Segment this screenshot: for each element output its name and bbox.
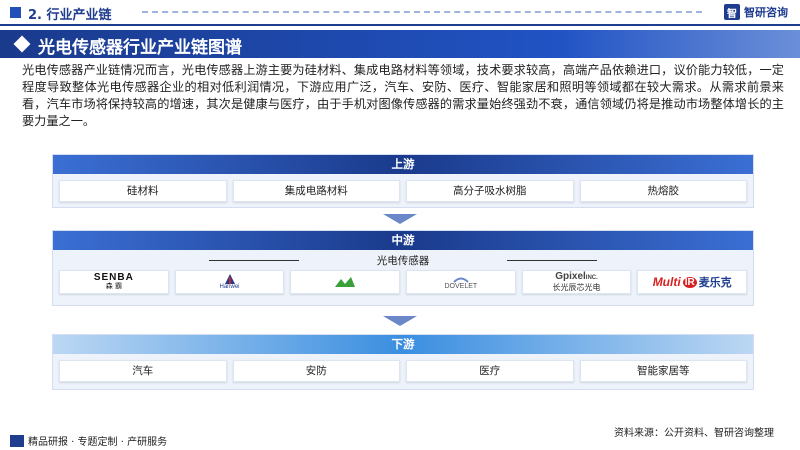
footer-tagline: 精品研报 · 专题定制 · 产研服务 bbox=[28, 437, 168, 448]
dovelet-text: DOVELET bbox=[444, 282, 478, 290]
company-logo-multiir: Multi IR 麦乐克 bbox=[637, 270, 748, 294]
midstream-panel: 中游 光电传感器 SENBA 森 霸 Hanwei DOVELET bbox=[52, 230, 754, 306]
senba-text: SENBA bbox=[93, 272, 134, 283]
downstream-item: 安防 bbox=[232, 360, 400, 382]
section-title: 2. 行业产业链 bbox=[28, 8, 112, 23]
page-title: 光电传感器行业产业链图谱 bbox=[38, 38, 242, 58]
gpixel-text: Gpixel bbox=[555, 271, 586, 282]
downstream-item: 智能家居等 bbox=[579, 360, 747, 382]
top-header: 2. 行业产业链 智 智研咨询 bbox=[0, 0, 800, 26]
upstream-item: 热熔胶 bbox=[579, 180, 747, 202]
section-square-icon bbox=[10, 7, 21, 18]
hanwei-text: Hanwei bbox=[219, 283, 240, 290]
company-logo-green bbox=[290, 270, 401, 294]
company-logo-dovelet: DOVELET bbox=[406, 270, 516, 294]
down-arrow-icon bbox=[383, 214, 417, 224]
downstream-item: 汽车 bbox=[59, 360, 227, 382]
company-logo-gpixel: GpixelINC. 长光辰芯光电 bbox=[521, 270, 632, 294]
intro-paragraph: 光电传感器产业链情况而言，光电传感器上游主要为硅材料、集成电路材料等领域，技术要… bbox=[22, 63, 784, 128]
midstream-header: 中游 bbox=[53, 231, 753, 250]
brand-mark-icon: 智 bbox=[724, 4, 740, 20]
footer: 精品研报 · 专题定制 · 产研服务 资料来源：公开资料、智研咨询整理 bbox=[0, 426, 800, 450]
title-bar: 光电传感器行业产业链图谱 bbox=[0, 30, 800, 58]
gpixel-sub-text: 长光辰芯光电 bbox=[552, 283, 601, 292]
upstream-header: 上游 bbox=[53, 155, 753, 174]
upstream-item: 高分子吸水树脂 bbox=[406, 180, 574, 202]
divider-line bbox=[209, 260, 299, 261]
multiir-sub-text: 麦乐克 bbox=[698, 276, 732, 289]
footer-logo-icon bbox=[10, 434, 24, 447]
footer-tagline-group: 精品研报 · 专题定制 · 产研服务 bbox=[10, 433, 167, 448]
down-arrow-icon bbox=[383, 316, 417, 326]
ir-badge: IR bbox=[682, 276, 697, 288]
downstream-panel: 下游 汽车 安防 医疗 智能家居等 bbox=[52, 334, 754, 390]
midstream-sub-label: 光电传感器 bbox=[376, 255, 430, 267]
source-note: 资料来源：公开资料、智研咨询整理 bbox=[614, 428, 774, 439]
senba-sub-text: 森 霸 bbox=[105, 282, 122, 290]
upstream-panel: 上游 硅材料 集成电路材料 高分子吸水树脂 热熔胶 bbox=[52, 154, 754, 208]
multi-text: Multi bbox=[652, 275, 681, 289]
header-divider bbox=[142, 11, 702, 14]
divider-line bbox=[507, 260, 597, 261]
upstream-item: 硅材料 bbox=[59, 180, 227, 202]
leaf-icon bbox=[335, 277, 356, 287]
brand-logo: 智 智研咨询 bbox=[724, 4, 788, 20]
dovelet-icon bbox=[453, 277, 469, 283]
upstream-items: 硅材料 集成电路材料 高分子吸水树脂 热熔胶 bbox=[53, 174, 753, 208]
downstream-header: 下游 bbox=[53, 335, 753, 354]
gpixel-inc-text: INC. bbox=[585, 275, 598, 281]
midstream-subheader: 光电传感器 bbox=[53, 250, 753, 270]
downstream-items: 汽车 安防 医疗 智能家居等 bbox=[53, 354, 753, 388]
downstream-item: 医疗 bbox=[406, 360, 574, 382]
upstream-item: 集成电路材料 bbox=[232, 180, 400, 202]
company-logo-hanwei: Hanwei bbox=[174, 270, 285, 294]
title-diamond-icon bbox=[13, 35, 31, 53]
hanwei-icon bbox=[224, 273, 235, 284]
brand-name: 智研咨询 bbox=[744, 6, 788, 19]
company-logo-senba: SENBA 森 霸 bbox=[59, 270, 169, 294]
company-logos: SENBA 森 霸 Hanwei DOVELET GpixelINC. 长光辰芯… bbox=[53, 270, 753, 294]
